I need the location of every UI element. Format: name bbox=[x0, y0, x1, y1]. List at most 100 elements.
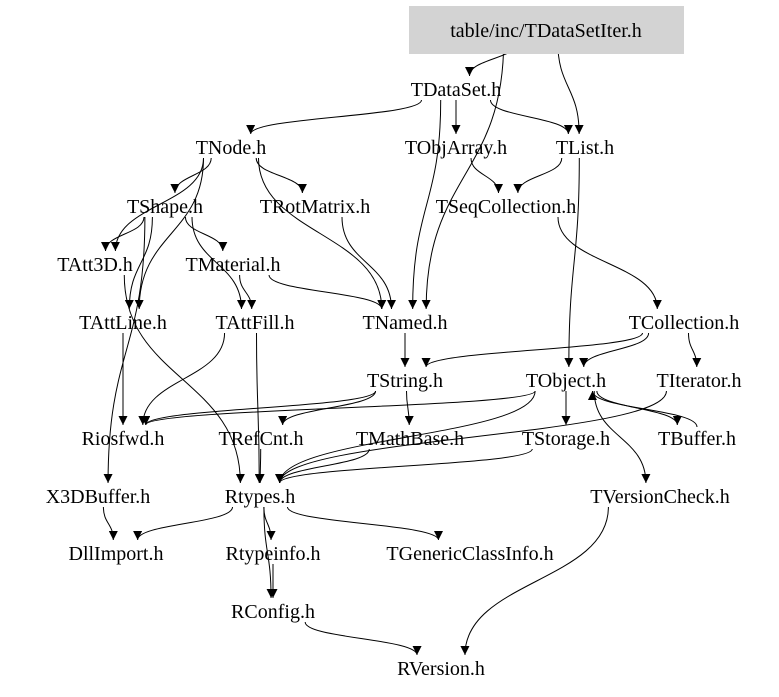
edge-tlist-to-tobject bbox=[564, 157, 580, 368]
edge-root-to-tlist bbox=[557, 40, 584, 135]
node-label: TAttFill.h bbox=[216, 312, 295, 334]
node-label: TSeqCollection.h bbox=[436, 196, 577, 218]
graph-node-tmathbase: TMathBase.h bbox=[356, 428, 464, 450]
edge-tmaterial-to-tattfill bbox=[239, 274, 257, 310]
edge-tstring-to-riosfwd bbox=[141, 390, 377, 426]
graph-node-tshape: TShape.h bbox=[127, 196, 203, 218]
node-label: RVersion.h bbox=[397, 658, 485, 680]
edge-tmaterial-to-tnamed bbox=[268, 274, 387, 310]
graph-node-tobject: TObject.h bbox=[526, 370, 606, 392]
edge-tdataset-to-tnode bbox=[246, 99, 423, 135]
node-label: TRotMatrix.h bbox=[260, 196, 371, 218]
node-label: TList.h bbox=[556, 137, 614, 159]
node-label: RConfig.h bbox=[231, 601, 315, 623]
node-label: TBuffer.h bbox=[658, 428, 736, 450]
edge-rtypes-to-tgenericclassinfo bbox=[286, 506, 443, 541]
node-label: TIterator.h bbox=[657, 370, 742, 392]
graph-node-tversioncheck: TVersionCheck.h bbox=[590, 486, 729, 508]
edge-tshape-to-tattfill bbox=[191, 216, 246, 310]
edge-rconfig-to-rversion bbox=[304, 621, 422, 656]
node-label: TDataSet.h bbox=[411, 79, 502, 101]
edge-tversioncheck-to-rversion bbox=[460, 506, 609, 656]
node-label: TShape.h bbox=[127, 196, 203, 218]
graph-node-tstorage: TStorage.h bbox=[522, 428, 610, 450]
graph-node-riosfwd: Riosfwd.h bbox=[82, 428, 165, 450]
graph-node-tcollection: TCollection.h bbox=[629, 312, 740, 334]
edge-root-to-tnamed bbox=[421, 40, 505, 310]
graph-node-tlist: TList.h bbox=[556, 137, 614, 159]
edge-tcollection-to-titerator bbox=[688, 332, 702, 368]
graph-node-tatt3d: TAtt3D.h bbox=[57, 254, 133, 276]
edge-tnode-to-trotmatrix bbox=[255, 157, 307, 194]
node-label: TObject.h bbox=[526, 370, 606, 392]
node-label: TObjArray.h bbox=[405, 137, 507, 159]
node-label: TAttLine.h bbox=[79, 312, 167, 334]
graph-node-rtypeinfo: Rtypeinfo.h bbox=[226, 543, 321, 565]
node-label: Rtypes.h bbox=[225, 486, 296, 508]
node-label: TGenericClassInfo.h bbox=[386, 543, 553, 565]
node-label: TAtt3D.h bbox=[57, 254, 133, 276]
edge-tstring-to-tmathbase bbox=[404, 390, 414, 426]
graph-node-dllimport: DllImport.h bbox=[69, 543, 164, 565]
graph-node-tseqcollection: TSeqCollection.h bbox=[436, 196, 577, 218]
node-label: TNamed.h bbox=[363, 312, 448, 334]
edge-trefcnt-to-rtypes bbox=[255, 448, 265, 484]
node-label: table/inc/TDataSetIter.h bbox=[450, 20, 642, 42]
edge-titerator-to-rtypes bbox=[275, 390, 667, 484]
node-label: X3DBuffer.h bbox=[46, 486, 151, 508]
edge-tlist-to-tseqcollection bbox=[513, 157, 563, 194]
node-label: TVersionCheck.h bbox=[590, 486, 729, 508]
graph-node-rversion: RVersion.h bbox=[397, 658, 485, 680]
graph-node-root: table/inc/TDataSetIter.h bbox=[409, 6, 684, 54]
graph-node-tgenericclassinfo: TGenericClassInfo.h bbox=[386, 543, 553, 565]
edge-tstorage-to-rtypes bbox=[275, 448, 533, 484]
edge-tshape-to-tatt3d bbox=[101, 216, 145, 252]
node-label: TNode.h bbox=[196, 137, 267, 159]
edge-trotmatrix-to-tnamed bbox=[341, 216, 396, 310]
edge-tobject-to-tversioncheck bbox=[593, 390, 651, 484]
edge-tshape-to-x3dbuffer bbox=[103, 216, 146, 484]
graph-node-tdataset: TDataSet.h bbox=[411, 79, 502, 101]
node-label: TMathBase.h bbox=[356, 428, 464, 450]
graph-node-x3dbuffer: X3DBuffer.h bbox=[46, 486, 151, 508]
edge-tobject-to-rtypes bbox=[275, 390, 536, 484]
graph-node-tnode: TNode.h bbox=[196, 137, 267, 159]
graph-node-rconfig: RConfig.h bbox=[231, 601, 315, 623]
edges-layer bbox=[101, 40, 702, 656]
nodes-layer: table/inc/TDataSetIter.hTDataSet.hTNode.… bbox=[46, 6, 742, 680]
node-label: TCollection.h bbox=[629, 312, 740, 334]
edge-tshape-to-tmaterial bbox=[184, 216, 228, 252]
edge-tcollection-to-tstring bbox=[421, 332, 644, 368]
edge-x3dbuffer-to-dllimport bbox=[102, 506, 118, 541]
edge-tnode-to-tnamed bbox=[257, 157, 387, 310]
graph-node-tmaterial: TMaterial.h bbox=[186, 254, 281, 276]
edge-tatt3d-to-rtypes bbox=[123, 274, 245, 484]
graph-node-tattline: TAttLine.h bbox=[79, 312, 167, 334]
node-label: Rtypeinfo.h bbox=[226, 543, 321, 565]
edge-tobject-to-riosfwd bbox=[141, 390, 536, 426]
root-node-background bbox=[409, 6, 684, 54]
edge-tdataset-to-tnamed bbox=[408, 99, 442, 310]
edge-tdataset-to-tlist bbox=[489, 99, 573, 135]
node-label: DllImport.h bbox=[69, 543, 164, 565]
edge-tbuffer-to-tobject bbox=[588, 390, 698, 428]
graph-node-tstring: TString.h bbox=[367, 370, 443, 392]
graph-node-rtypes: Rtypes.h bbox=[225, 486, 296, 508]
node-label: TRefCnt.h bbox=[219, 428, 304, 450]
edge-rtypes-to-dllimport bbox=[133, 506, 234, 541]
graph-node-tobjarray: TObjArray.h bbox=[405, 137, 507, 159]
edge-tcollection-to-tobject bbox=[579, 332, 650, 368]
edge-tseqcollection-to-tcollection bbox=[557, 216, 662, 310]
edge-tnode-to-tattline bbox=[134, 157, 205, 310]
node-label: TStorage.h bbox=[522, 428, 610, 450]
edge-rtypes-to-rconfig bbox=[263, 506, 276, 599]
edge-tnode-to-tshape bbox=[170, 157, 212, 194]
graph-node-trefcnt: TRefCnt.h bbox=[219, 428, 304, 450]
graph-node-titerator: TIterator.h bbox=[657, 370, 742, 392]
graph-node-tbuffer: TBuffer.h bbox=[658, 428, 736, 450]
edge-tobjarray-to-tseqcollection bbox=[470, 157, 503, 194]
graph-node-trotmatrix: TRotMatrix.h bbox=[260, 196, 371, 218]
graph-node-tnamed: TNamed.h bbox=[363, 312, 448, 334]
